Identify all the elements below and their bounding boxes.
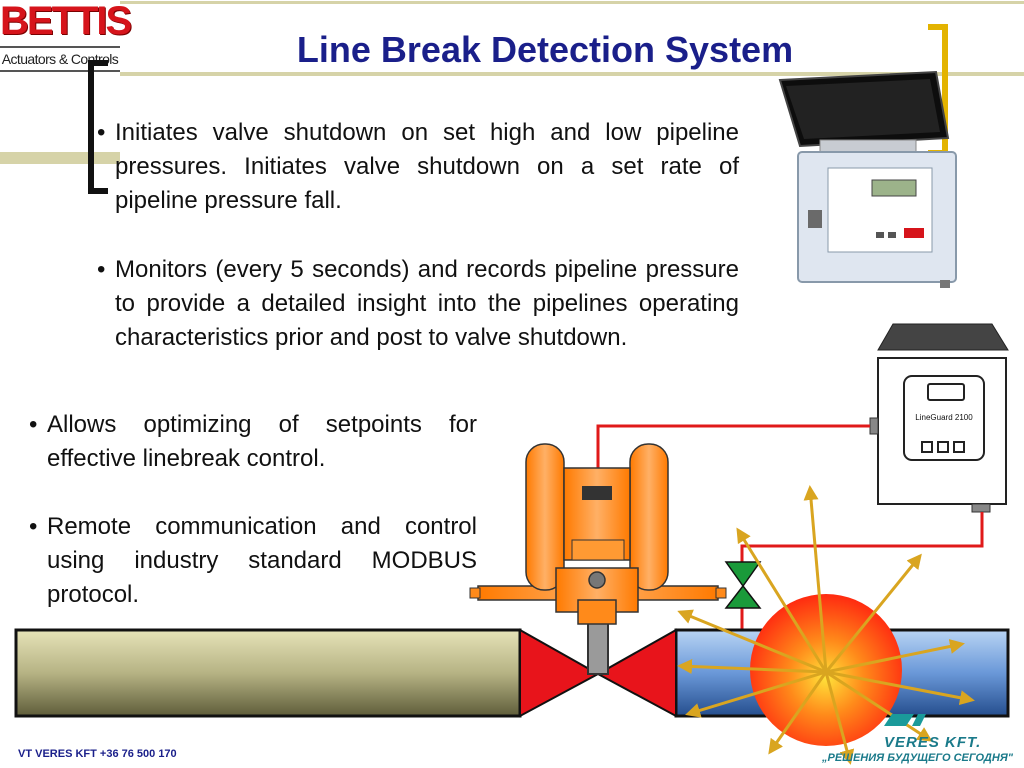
page-title: Line Break Detection System [296, 29, 794, 70]
bullet-text: Monitors (every 5 seconds) and records p… [115, 256, 739, 351]
right-bracket [928, 24, 948, 156]
bullet-dot: • [97, 119, 106, 146]
bullet-item-shutdown: • Initiates valve shutdown on set high a… [97, 116, 739, 218]
ball-valve [519, 609, 677, 718]
signal-lines [596, 424, 984, 632]
lineguard-2100-box [869, 323, 1009, 513]
device-front-label: LineGuard 2100 [915, 413, 973, 422]
bullet-dot: • [29, 411, 38, 438]
left-bracket [88, 60, 108, 194]
bettis-logo: BETTIS Actuators & Controls [0, 0, 132, 74]
header-rule [120, 72, 1024, 76]
bullet-text: Initiates valve shutdown on set high and… [115, 119, 739, 214]
gas-actuator [469, 443, 727, 625]
bullet-item-monitoring: • Monitors (every 5 seconds) and records… [97, 253, 739, 355]
bullet-item-modbus: • Remote communication and control using… [29, 510, 477, 612]
pilot-valve [724, 561, 762, 609]
footer-slogan: „РЕШЕНИЯ БУДУЩЕГО СЕГОДНЯ" [822, 752, 1014, 764]
upstream-pipe [14, 628, 522, 718]
bullet-dot: • [29, 513, 38, 540]
bullet-item-setpoints: • Allows optimizing of setpoints for eff… [29, 408, 477, 476]
bullet-dot: • [97, 256, 106, 283]
downstream-pipe [674, 628, 1010, 718]
logo-name: BETTIS [0, 0, 132, 43]
bullet-text: Remote communication and control using i… [47, 513, 477, 608]
footer-brand: VERES KFT. [884, 734, 982, 751]
footer-contact: VT VERES KFT +36 76 500 170 [18, 748, 177, 760]
top-rule [120, 1, 1024, 4]
veres-mark-icon [884, 714, 926, 726]
burst-arrows [677, 485, 975, 765]
line-break-burst [750, 594, 902, 746]
bullet-text: Allows optimizing of setpoints for effec… [47, 411, 477, 472]
